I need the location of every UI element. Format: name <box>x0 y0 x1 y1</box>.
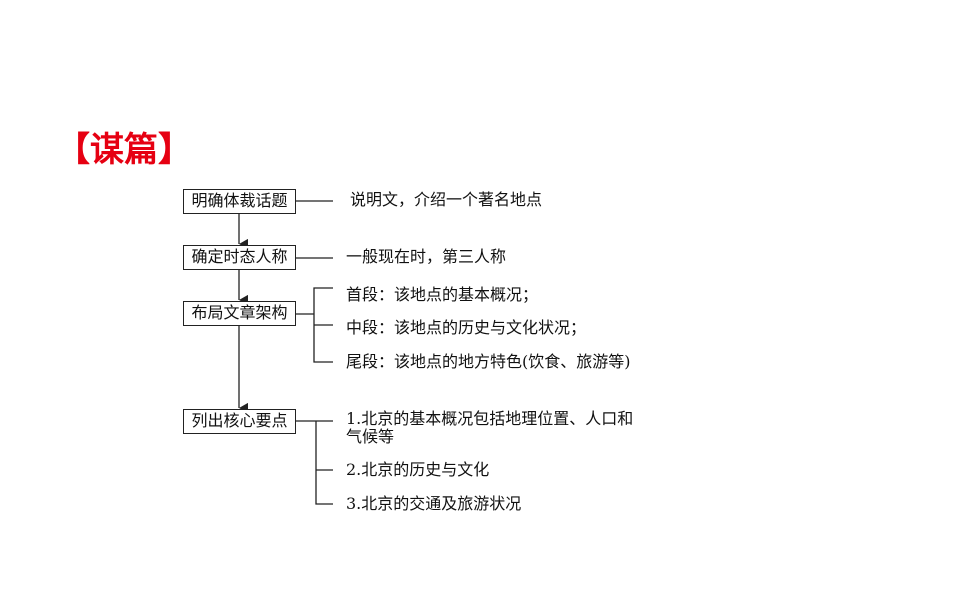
step-item: 气候等 <box>346 427 395 446</box>
step-box-tense: 确定时态人称 <box>183 245 296 270</box>
step-item: 一般现在时，第三人称 <box>346 247 507 266</box>
step-item: 说明文，介绍一个著名地点 <box>350 190 543 209</box>
bracket-3 <box>296 287 333 363</box>
step-item: 2.北京的历史与文化 <box>346 460 490 479</box>
step-item: 中段：该地点的历史与文化状况； <box>346 318 587 337</box>
section-title: 【谋篇】 <box>56 130 192 170</box>
bracket-4 <box>296 420 333 505</box>
step-item: 1.北京的基本概况包括地理位置、人口和 <box>346 409 634 428</box>
step-box-structure: 布局文章架构 <box>183 301 296 326</box>
step-item: 首段：该地点的基本概况； <box>346 285 539 304</box>
step-box-key-points: 列出核心要点 <box>183 409 296 434</box>
step-box-genre: 明确体裁话题 <box>183 189 296 214</box>
step-item: 尾段：该地点的地方特色(饮食、旅游等) <box>346 352 631 371</box>
step-item: 3.北京的交通及旅游状况 <box>346 494 522 513</box>
